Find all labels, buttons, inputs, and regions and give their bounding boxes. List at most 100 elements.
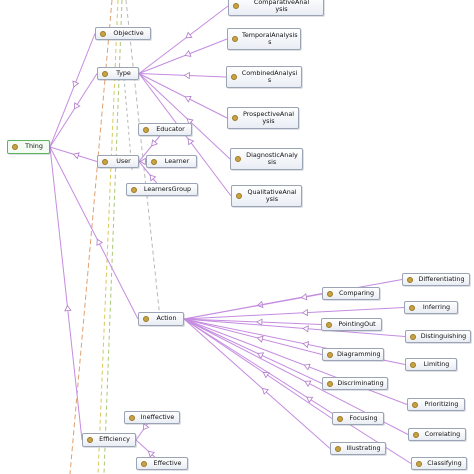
node-learners-group[interactable]: LearnersGroup <box>126 183 198 196</box>
class-icon <box>327 380 333 387</box>
subclass-edge-action-differentiating <box>183 279 403 320</box>
class-icon <box>410 361 416 368</box>
node-label: TemporalAnalysis s <box>242 30 298 46</box>
subclass-arrow-head <box>147 450 155 458</box>
node-label: Distinguishing <box>420 331 467 340</box>
node-label: Thing <box>25 142 43 151</box>
node-qualitative-analysis[interactable]: QualitativeAnal ysis <box>231 185 302 207</box>
node-label: Effective <box>153 458 182 467</box>
node-discriminating[interactable]: Discriminating <box>322 377 388 390</box>
node-label: ProspectiveAnal ysis <box>242 109 295 125</box>
subclass-arrow-head <box>301 308 309 317</box>
subclass-edge-action-distinguishing <box>183 318 406 337</box>
class-icon <box>413 431 419 438</box>
subclass-arrow-head <box>304 380 312 388</box>
node-focusing[interactable]: Focusing <box>332 412 384 425</box>
subclass-arrow-head <box>185 31 193 39</box>
node-label: Ineffective <box>140 412 175 421</box>
subclass-arrow-head <box>184 50 192 57</box>
subclass-edge-action-prioritizing <box>183 318 408 405</box>
node-label: Correlating <box>424 429 461 438</box>
class-icon <box>410 333 416 340</box>
subclass-arrow-head <box>256 318 263 326</box>
node-label: LearnersGroup <box>143 184 192 193</box>
subclass-arrow-head <box>72 152 80 160</box>
node-effective[interactable]: Effective <box>136 457 188 470</box>
node-label: Inferring <box>422 302 451 311</box>
node-label: QualitativeAnal ysis <box>247 187 297 203</box>
class-icon <box>143 316 149 322</box>
class-icon <box>151 158 157 165</box>
subclass-arrow-head <box>306 396 314 404</box>
subclass-arrow-head <box>139 157 146 166</box>
node-label: User <box>116 156 131 165</box>
node-combined-analysis[interactable]: CombinedAnalysi s <box>226 66 302 88</box>
subclass-arrow-head <box>183 71 190 80</box>
node-inferring[interactable]: Inferring <box>404 301 458 314</box>
node-type[interactable]: Type <box>97 67 139 80</box>
node-action[interactable]: Action <box>138 312 184 326</box>
node-label: Comparing <box>338 288 375 297</box>
node-label: Learner <box>164 156 190 165</box>
node-diagnostic-analysis[interactable]: DiagnosticAnaly sis <box>230 148 303 170</box>
node-prioritizing[interactable]: Prioritizing <box>407 398 465 411</box>
node-label: Educator <box>156 124 185 133</box>
node-label: Efficiency <box>99 435 130 444</box>
node-thing[interactable]: Thing <box>7 140 50 154</box>
class-icon <box>102 70 108 77</box>
subclass-edge-action-pointingout <box>183 318 322 325</box>
subclass-arrow-head <box>96 238 104 246</box>
node-illustrating[interactable]: Illustrating <box>330 442 386 455</box>
node-correlating[interactable]: Correlating <box>408 428 466 441</box>
node-ineffective[interactable]: Ineffective <box>124 411 180 424</box>
node-comparing[interactable]: Comparing <box>322 287 380 300</box>
class-icon <box>327 351 333 358</box>
node-temporal-analysis[interactable]: TemporalAnalysis s <box>227 28 301 50</box>
subclass-arrow-head <box>149 174 157 182</box>
node-objective[interactable]: Objective <box>95 27 151 40</box>
node-differentiating[interactable]: Differentiating <box>402 273 470 286</box>
node-efficiency[interactable]: Efficiency <box>82 433 136 447</box>
node-limiting[interactable]: Limiting <box>405 358 457 371</box>
node-prospective-analysis[interactable]: ProspectiveAnal ysis <box>227 107 299 129</box>
subclass-edge-action-discriminating <box>183 318 323 384</box>
node-user[interactable]: User <box>97 155 139 168</box>
node-comparative-analysis[interactable]: ComparativeAnal ysis <box>228 0 324 16</box>
subclass-arrow-head <box>64 304 72 312</box>
subclass-edge-type-prospective <box>138 73 228 119</box>
subclass-arrow-head <box>187 138 195 146</box>
node-distinguishing[interactable]: Distinguishing <box>405 330 471 343</box>
node-label: Illustrating <box>346 443 381 452</box>
node-pointing-out[interactable]: PointingOut <box>321 318 382 331</box>
subclass-edges <box>49 5 412 464</box>
class-icon <box>416 460 422 467</box>
node-educator[interactable]: Educator <box>138 123 192 136</box>
class-icon <box>232 115 238 121</box>
class-icon <box>236 193 242 199</box>
node-label: Prioritizing <box>424 399 459 408</box>
class-icon <box>337 415 343 422</box>
subclass-arrow-head <box>261 388 269 395</box>
subclass-edge-action-focusing <box>183 318 333 419</box>
node-label: Differentiating <box>418 274 465 283</box>
class-icon <box>232 36 238 42</box>
node-learner[interactable]: Learner <box>146 155 197 168</box>
subclass-edge-type-comparative <box>138 5 229 74</box>
node-label: CombinedAnalysi s <box>241 68 298 84</box>
class-icon <box>143 126 149 133</box>
node-classifying[interactable]: Classifying <box>411 457 467 470</box>
subclass-arrow-head <box>74 102 81 110</box>
subclass-arrow-head <box>302 325 309 333</box>
subclass-edge-action-illustrating <box>183 318 331 449</box>
class-icon <box>412 401 418 408</box>
node-label: Type <box>116 68 131 77</box>
class-icon <box>327 290 333 297</box>
subclass-arrow-head <box>256 335 264 343</box>
subclass-arrow-head <box>151 139 159 147</box>
class-icon <box>100 30 106 37</box>
subclass-edge-action-classifying <box>183 318 412 464</box>
node-label: Limiting <box>423 359 450 368</box>
node-diagramming[interactable]: Diagramming <box>322 348 384 361</box>
dashed-edge-gray <box>125 0 161 319</box>
